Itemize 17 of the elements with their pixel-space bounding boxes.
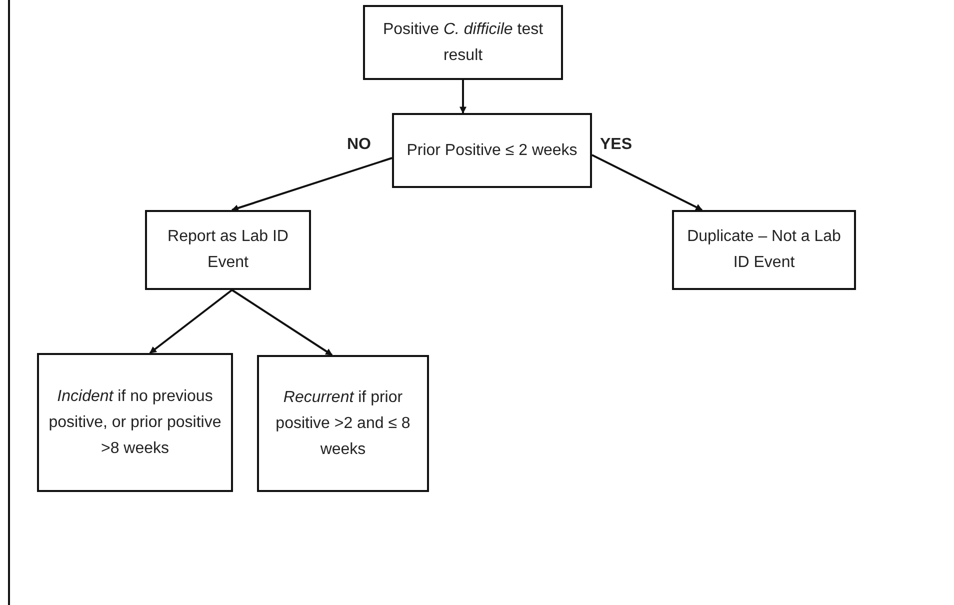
box-text: Duplicate – Not a Lab ID Event: [686, 227, 842, 273]
process-box: [363, 5, 563, 80]
arrow: [149, 289, 233, 354]
process-box: [145, 210, 311, 290]
box-text: Recurrent if prior positive >2 and ≤ 8 weeks: [274, 388, 412, 460]
box-text: Report as Lab ID Event: [166, 227, 290, 273]
process-box: [257, 355, 429, 492]
box-text: Positive C. difficile test result: [382, 20, 544, 66]
arrow: [460, 80, 466, 114]
process-box: [37, 353, 233, 492]
box-text: Prior Positive ≤ 2 weeks: [406, 140, 578, 160]
box-text: Incident if no previous positive, or prior positive >8 weeks: [48, 386, 222, 458]
arrow: [231, 157, 392, 212]
process-box: [392, 113, 592, 188]
arrow: [592, 154, 703, 211]
process-box: [672, 210, 856, 290]
arrow: [231, 289, 333, 356]
